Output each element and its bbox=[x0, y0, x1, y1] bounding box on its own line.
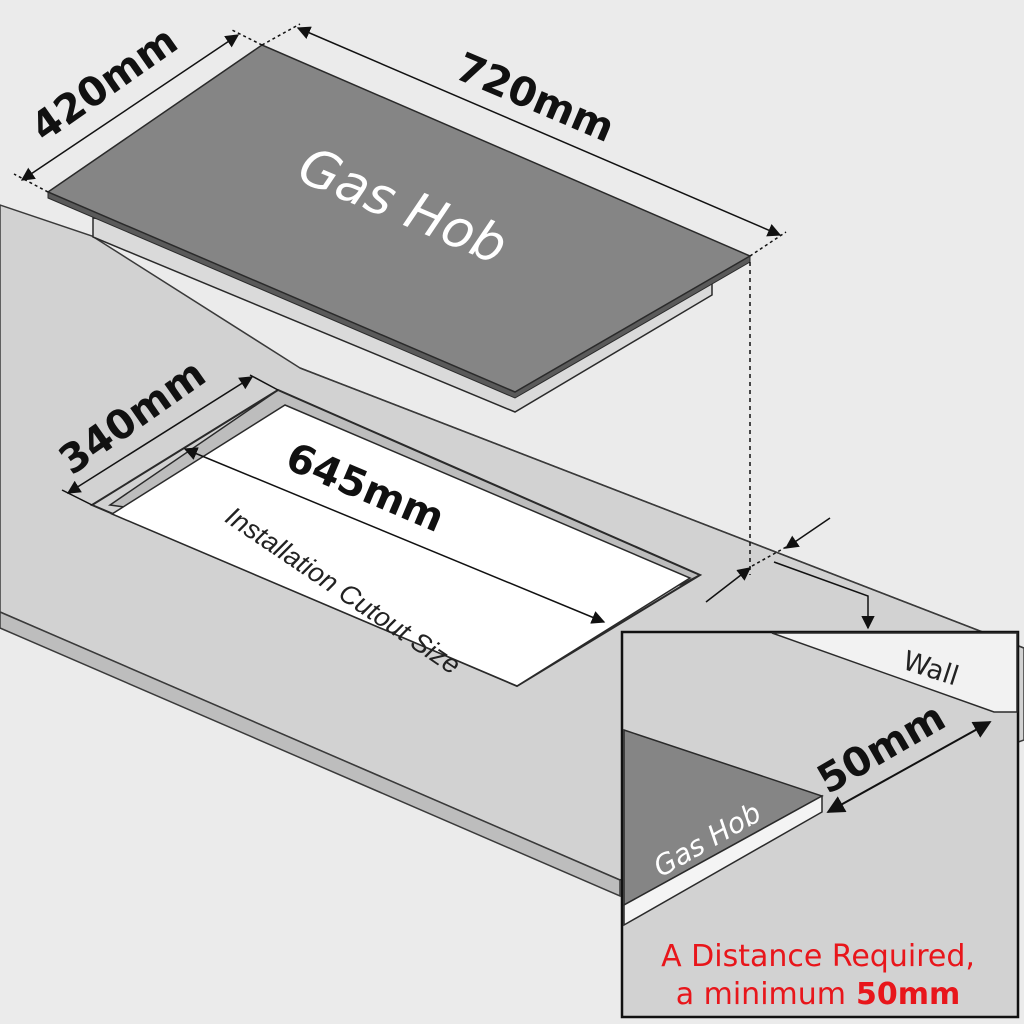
countertop-front-edge bbox=[0, 611, 621, 898]
inset-note-value: 50mm bbox=[856, 977, 960, 1012]
depth-dimension-line bbox=[20, 34, 240, 181]
inset-clearance-line bbox=[826, 721, 992, 813]
inset-note-prefix: a minimum bbox=[676, 977, 846, 1012]
inset-note-line2: a minimum 50mm bbox=[676, 977, 961, 1012]
cutout-width-line bbox=[183, 447, 606, 624]
clearance-pointer bbox=[705, 262, 875, 630]
inset-note-line1: A Distance Required, bbox=[661, 939, 975, 974]
inset-callout-arrow bbox=[773, 561, 875, 630]
countertop-back-edge bbox=[299, 367, 1024, 649]
cutout-depth-line bbox=[66, 376, 254, 494]
inset-hob-edge bbox=[623, 794, 823, 927]
inset-detail: Wall Gas Hob 50mm A Distance Required, a… bbox=[620, 630, 1020, 1019]
hob-width-label: 720mm bbox=[449, 44, 621, 152]
width-dimension-line bbox=[296, 26, 782, 237]
inset-wall bbox=[771, 632, 1018, 713]
